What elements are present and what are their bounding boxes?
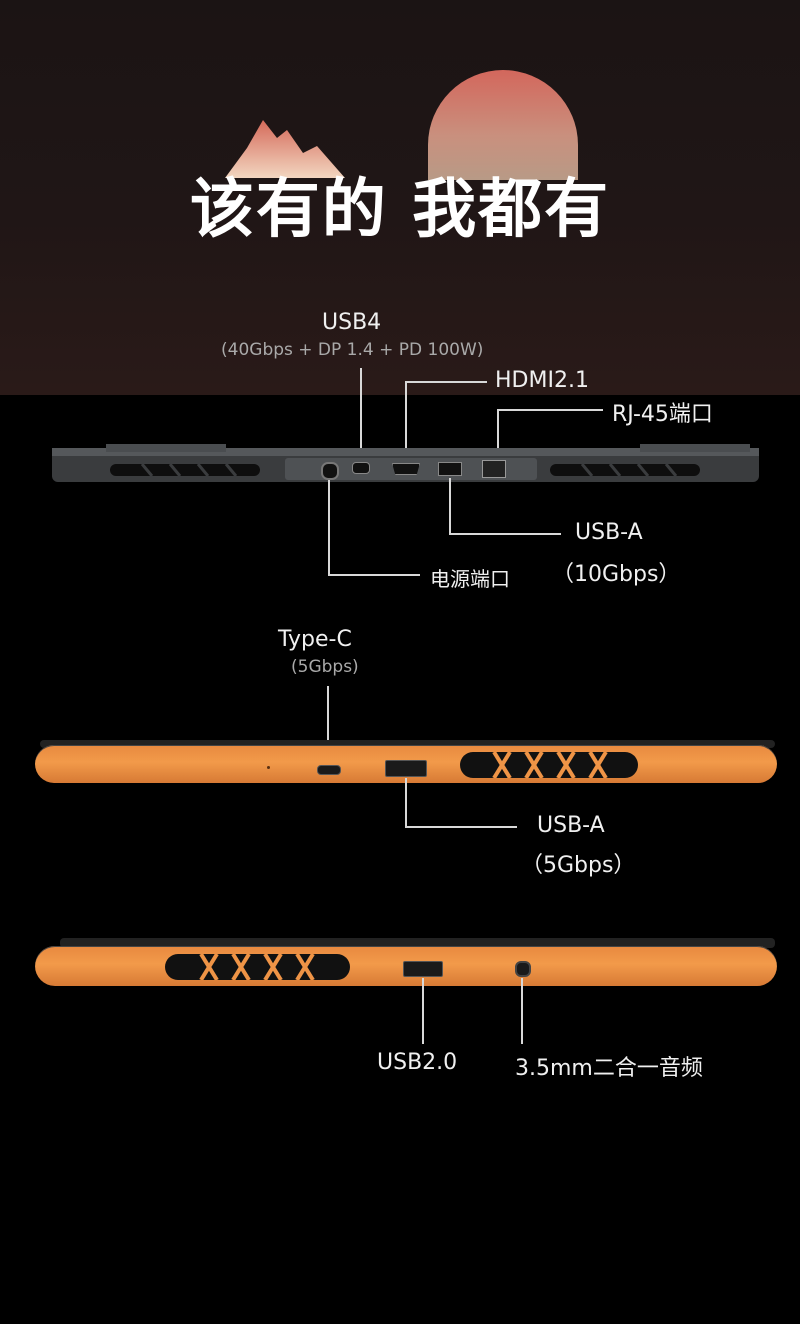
headline-part1: 该有的 (189, 172, 388, 247)
usba-leader-v (449, 478, 451, 535)
rj45-leader-v (497, 409, 499, 463)
typec-port-icon (317, 765, 341, 775)
hero-banner (0, 0, 800, 395)
rj45-leader-h (497, 409, 603, 411)
hdmi-leader-h (405, 381, 487, 383)
headline-part2: 我都有 (412, 172, 611, 247)
sun-graphic (428, 70, 578, 180)
hdmi-leader-v (405, 381, 407, 461)
audio-leader (521, 978, 523, 1044)
hdmi-label: HDMI2.1 (495, 368, 589, 393)
usba5-sub: （5Gbps） (521, 853, 636, 878)
usba-label: USB-A (575, 520, 643, 545)
power-leader-v (328, 480, 330, 576)
usba-leader-h (449, 533, 561, 535)
usba5-leader-h (405, 826, 517, 828)
usb2-label: USB2.0 (377, 1050, 458, 1075)
usb4-port-icon (352, 462, 370, 474)
usba-port-icon (438, 462, 462, 476)
usb4-label: USB4 (322, 310, 382, 335)
usba-sub: （10Gbps） (552, 562, 681, 587)
usba5-label: USB-A (537, 813, 605, 838)
led-indicator-icon (267, 766, 270, 769)
audio-jack-icon (515, 961, 531, 977)
power-port-icon (321, 462, 339, 480)
typec-sub: (5Gbps) (291, 657, 359, 677)
power-label: 电源端口 (430, 567, 510, 591)
headline: 该有的 我都有 (0, 158, 800, 250)
usb2-leader (422, 978, 424, 1044)
laptop-right-top-edge (60, 938, 775, 948)
left-vent-icon (460, 752, 638, 778)
laptop-left-top-edge (40, 740, 775, 748)
rj45-port-icon (482, 460, 506, 478)
mountain-icon (225, 120, 345, 178)
right-vent-icon (165, 954, 350, 980)
hdmi-port-icon (392, 463, 420, 475)
typec-leader (327, 686, 329, 764)
usb4-sub: (40Gbps + DP 1.4 + PD 100W) (221, 340, 484, 360)
usba-left-port-icon (385, 760, 427, 777)
usb2-port-icon (403, 961, 443, 977)
usba5-leader-v (405, 778, 407, 828)
audio-label: 3.5mm二合一音频 (515, 1056, 703, 1081)
typec-label: Type-C (278, 627, 352, 652)
power-leader-h (328, 574, 420, 576)
usb4-leader (360, 368, 362, 458)
rj45-label: RJ-45端口 (612, 402, 713, 427)
